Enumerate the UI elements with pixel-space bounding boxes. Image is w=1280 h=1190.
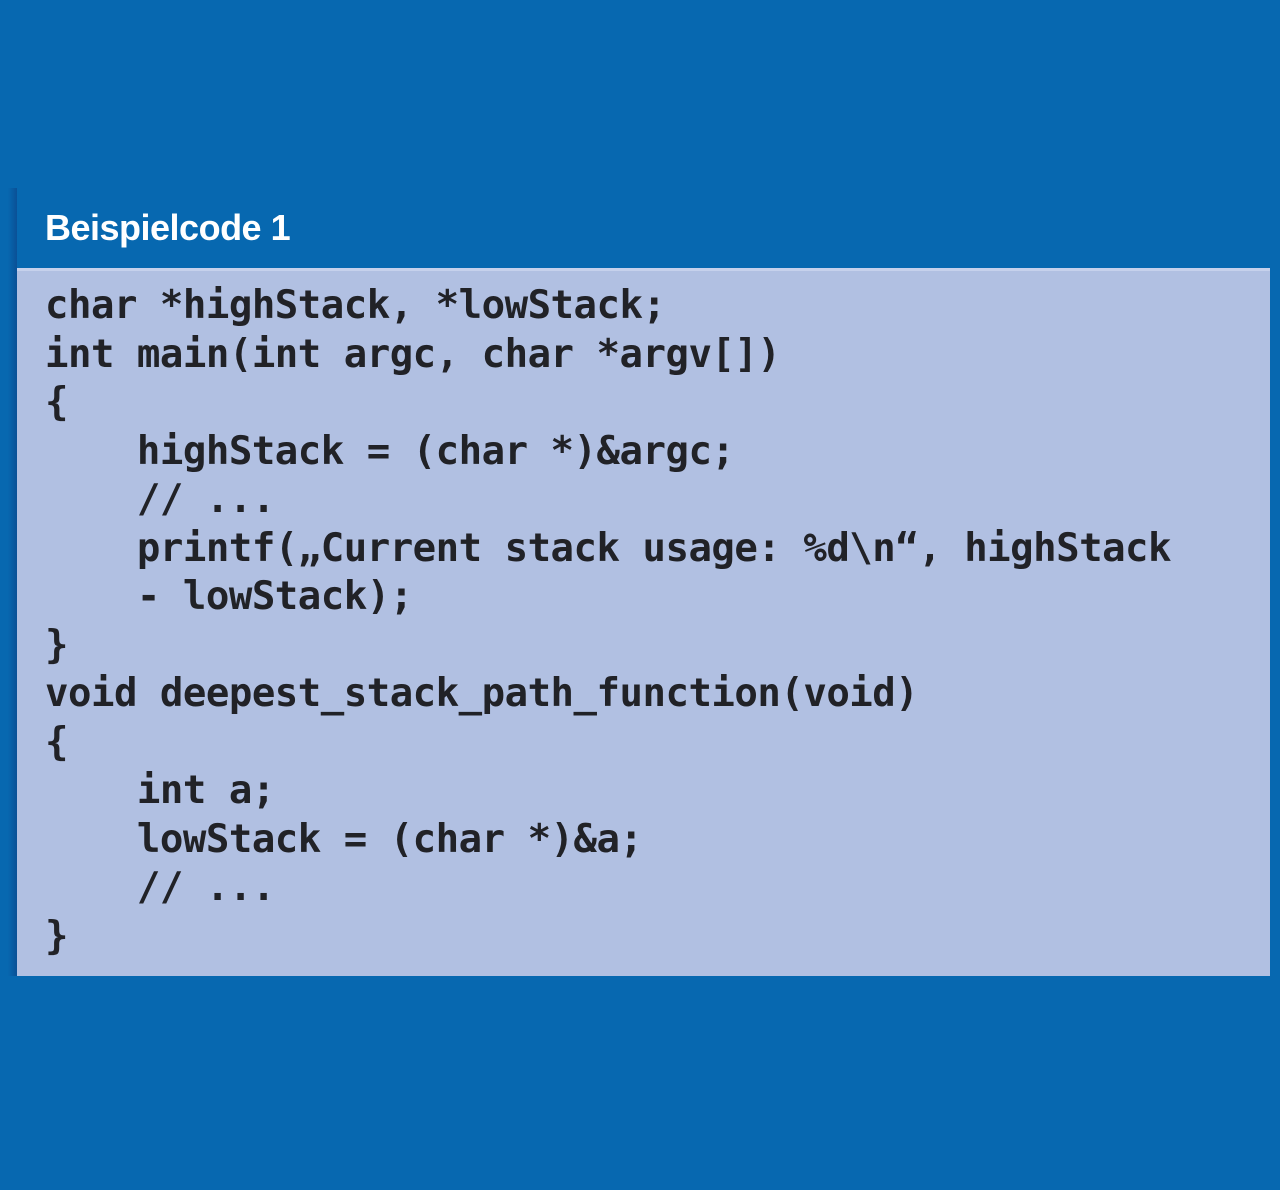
code-line: highStack = (char *)&argc; xyxy=(45,428,735,474)
code-line: { xyxy=(45,719,68,765)
code-line: char *highStack, *lowStack; xyxy=(45,283,666,328)
code-line: void deepest_stack_path_function(void) xyxy=(45,671,919,716)
code-line: { xyxy=(45,380,68,425)
code-line: } xyxy=(45,913,68,959)
code-line: - lowStack); xyxy=(45,574,413,619)
code-line: lowStack = (char *)&a; xyxy=(45,816,643,862)
code-line: int a; xyxy=(45,768,275,813)
code-line: // ... xyxy=(45,477,275,522)
panel-left-shadow xyxy=(8,188,17,976)
code-line: // ... xyxy=(45,865,275,910)
code-line: printf(„Current stack usage: %d\n“, high… xyxy=(45,525,1172,571)
panel-title: Beispielcode 1 xyxy=(45,207,291,248)
code-line: int main(int argc, char *argv[]) xyxy=(45,331,781,377)
code-listing: char *highStack, *lowStack;int main(int … xyxy=(45,282,1260,961)
panel-header: Beispielcode 1 xyxy=(17,188,1270,268)
code-line: } xyxy=(45,622,68,668)
code-listing-box: char *highStack, *lowStack;int main(int … xyxy=(17,268,1270,976)
code-example-panel: Beispielcode 1 char *highStack, *lowStac… xyxy=(17,188,1270,976)
